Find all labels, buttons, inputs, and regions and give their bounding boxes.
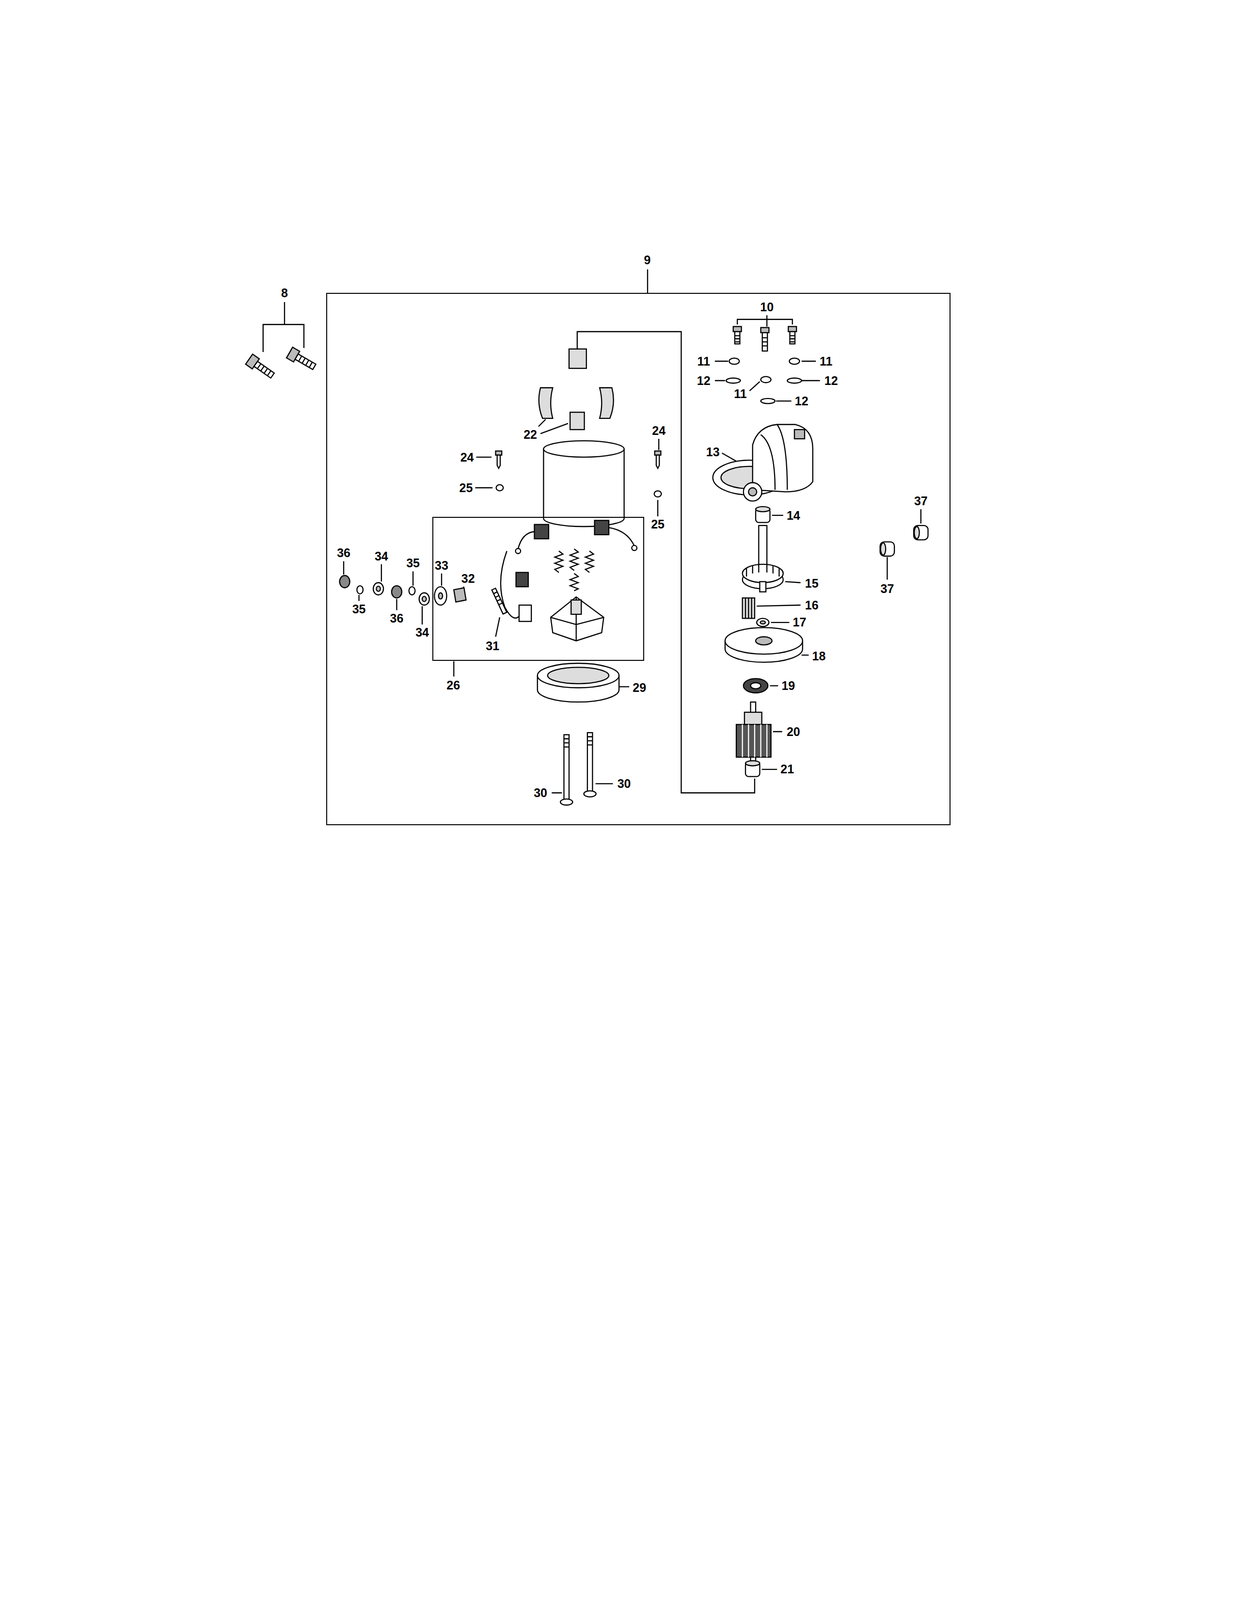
callout-number: 37	[880, 582, 895, 595]
label-anchor: 10	[760, 301, 774, 314]
label-anchor: 35	[352, 602, 366, 616]
label-anchor: 24	[460, 450, 475, 463]
callout-number: 12	[697, 374, 711, 387]
label-anchor: 14	[786, 508, 801, 522]
label-anchor: 25	[650, 518, 665, 531]
label-anchor: 8	[281, 286, 288, 299]
label-anchor: 16	[805, 598, 819, 611]
callout-number: 34	[374, 549, 389, 562]
label-anchor: 33	[434, 558, 449, 571]
label-anchor: 11	[819, 354, 833, 367]
label-anchor: 24	[651, 424, 666, 437]
label-anchor: 20	[786, 725, 801, 738]
callout-number: 22	[523, 428, 538, 441]
sub-assembly-box: 26	[432, 516, 645, 661]
label-anchor: 12	[824, 374, 839, 387]
label-anchor: 26	[446, 678, 460, 691]
label-anchor: 31	[485, 639, 500, 652]
callout-number: 9	[644, 253, 651, 267]
callout-number: 34	[415, 626, 429, 639]
label-anchor: 30	[617, 776, 632, 790]
label-anchor: 29	[632, 681, 647, 694]
callout-number: 26	[446, 678, 460, 691]
label-anchor: 34	[374, 549, 389, 562]
parts	[245, 326, 929, 805]
label-anchor: 30	[533, 786, 548, 799]
assembly-box: 926	[326, 292, 951, 825]
callout-number: 12	[824, 374, 839, 387]
callout-number: 11	[697, 354, 711, 367]
callout-number: 21	[780, 762, 794, 776]
label-anchor: 22	[523, 428, 538, 441]
label-anchor: 36	[336, 546, 351, 559]
callout-number: 35	[352, 602, 366, 616]
callout-number: 35	[406, 556, 420, 570]
label-anchor: 15	[805, 577, 819, 590]
label-anchor: 32	[461, 571, 476, 585]
label-anchor: 13	[706, 445, 720, 459]
callout-number: 16	[805, 598, 819, 611]
label-anchor: 34	[415, 626, 429, 639]
callout-number: 31	[485, 639, 500, 652]
callout-number: 18	[812, 649, 826, 662]
label-anchor: 11	[697, 354, 711, 367]
label-anchor: 37	[880, 582, 895, 595]
leader-lines	[263, 269, 921, 793]
label-anchor: 12	[794, 394, 809, 407]
callout-number: 11	[733, 387, 747, 400]
callout-number: 12	[794, 394, 809, 407]
label-anchor: 37	[914, 494, 928, 508]
callout-number: 24	[460, 450, 475, 463]
label-anchor: 25	[459, 481, 474, 494]
label-anchor: 18	[812, 649, 826, 662]
callout-number: 14	[786, 508, 801, 522]
label-anchor: 36	[390, 612, 404, 625]
callout-number: 30	[617, 776, 632, 790]
label-anchor: 19	[781, 679, 795, 692]
callout-number: 36	[390, 612, 404, 625]
callout-number: 15	[805, 577, 819, 590]
callout-number: 8	[281, 286, 288, 299]
callout-number: 36	[336, 546, 351, 559]
callout-number: 33	[434, 558, 449, 571]
callout-number: 25	[459, 481, 474, 494]
label-anchor: 21	[780, 762, 794, 776]
callout-number: 11	[819, 354, 833, 367]
label-anchor: 35	[406, 556, 420, 570]
callout-number: 30	[533, 786, 548, 799]
label-anchor: 11	[733, 387, 747, 400]
callout-number: 24	[651, 424, 666, 437]
callout-number: 20	[786, 725, 801, 738]
callout-number: 13	[706, 445, 720, 459]
label-anchor: 9	[644, 253, 651, 267]
callout-number: 19	[781, 679, 795, 692]
callout-number: 10	[760, 301, 774, 314]
label-anchor: 12	[697, 374, 711, 387]
callout-number: 25	[650, 518, 665, 531]
callout-number: 17	[792, 616, 807, 629]
callout-number: 37	[914, 494, 928, 508]
label-anchor: 17	[792, 616, 807, 629]
callout-number: 29	[632, 681, 647, 694]
callout-number: 32	[461, 571, 476, 585]
